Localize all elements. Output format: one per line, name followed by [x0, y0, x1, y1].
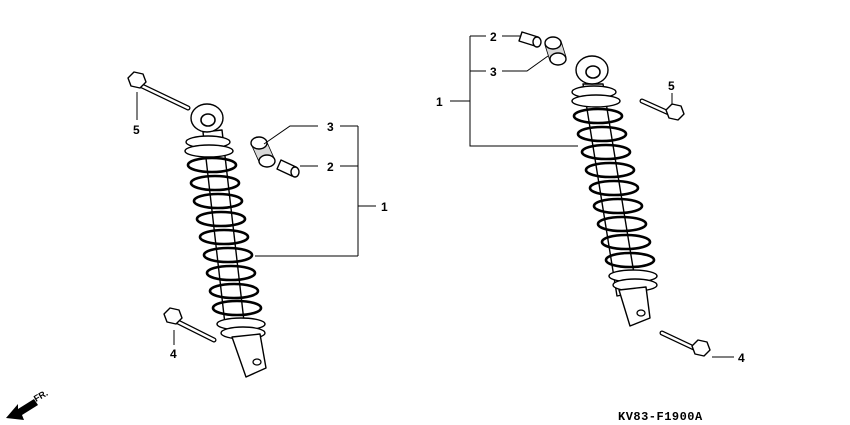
left-callout-shock-absorber: 1: [381, 200, 388, 214]
right-shock-absorber: 1 2 3 4 5: [436, 30, 745, 365]
front-direction-arrow: FR.: [6, 388, 50, 420]
left-callout-lower-bolt: 4: [170, 347, 177, 361]
left-shock-absorber: 1 2 3 4 5: [127, 71, 388, 378]
right-bush: [544, 36, 567, 66]
right-callout-upper-bolt: 5: [668, 79, 675, 93]
right-upper-bolt: [639, 98, 685, 121]
drawing-code: KV83-F1900A: [618, 410, 703, 424]
right-callout-collar: 2: [490, 30, 497, 44]
right-leader-lines: [450, 35, 734, 358]
left-collar: [276, 159, 300, 178]
left-bush: [250, 136, 276, 168]
left-leader-lines: [136, 92, 376, 345]
right-collar: [518, 31, 542, 48]
right-callout-lower-bolt: 4: [738, 351, 745, 365]
right-spring-coils: [572, 107, 656, 269]
right-callout-bush: 3: [490, 65, 497, 79]
right-lower-bolt: [659, 330, 711, 357]
left-upper-bolt: [127, 71, 191, 111]
left-callout-upper-bolt: 5: [133, 123, 140, 137]
arrow-icon: [6, 399, 38, 420]
right-callout-shock-absorber: 1: [436, 95, 443, 109]
left-callout-bush: 3: [327, 120, 334, 134]
left-callout-collar: 2: [327, 160, 334, 174]
left-lower-bolt: [163, 307, 217, 343]
left-spring-coils: [186, 156, 263, 317]
direction-label: FR.: [32, 388, 50, 404]
